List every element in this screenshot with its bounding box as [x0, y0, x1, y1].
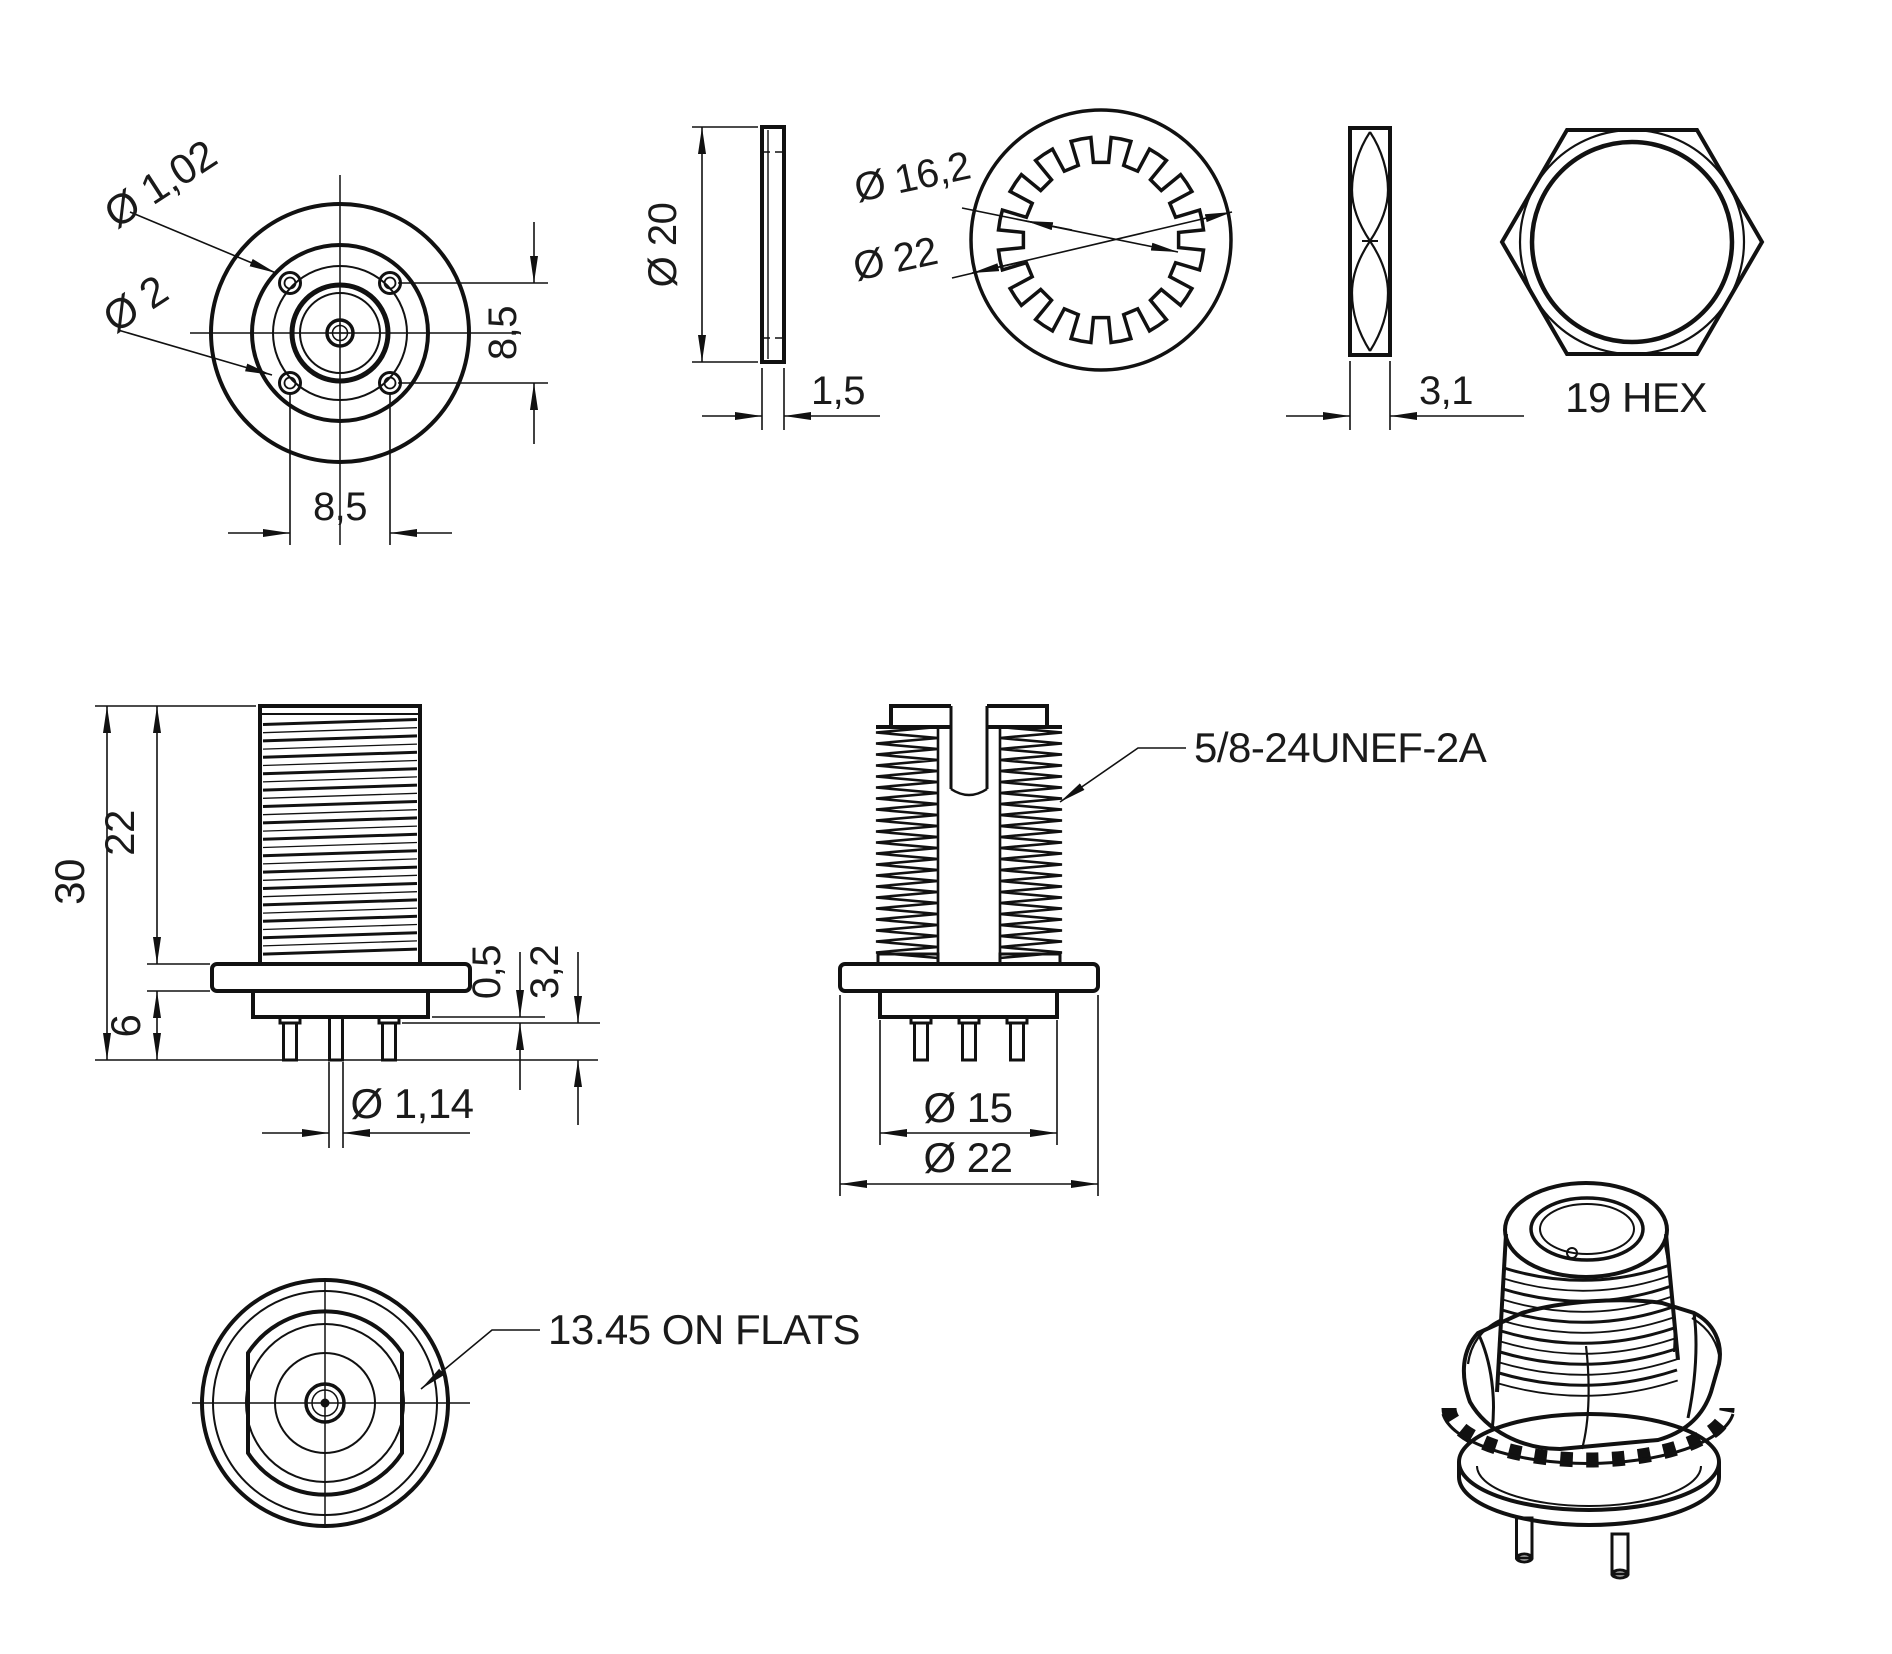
flange-outline	[200, 1278, 450, 1528]
lock-washer-teeth	[996, 135, 1206, 345]
dim-spacing-horizontal: 8,5	[228, 393, 452, 545]
lock-washer-id-label: Ø 16,2	[850, 144, 974, 211]
center-contact-outer	[325, 318, 355, 348]
flats-label: 13.45 ON FLATS	[548, 1306, 860, 1353]
iso-barrel	[1495, 1181, 1680, 1397]
thread-length-label: 22	[96, 810, 143, 856]
nut-bore-circle	[1529, 139, 1735, 345]
lower-block	[878, 989, 1059, 1019]
dim-body-diameter: Ø 15	[879, 1020, 1058, 1145]
dim-thread-length: 22	[96, 706, 210, 965]
slot-bottom	[950, 787, 988, 797]
pins	[278, 1015, 401, 1062]
side-view: 30 22 6 0,5 3,2	[46, 704, 600, 1148]
nut-facet-bl	[1350, 240, 1371, 352]
dim-overall-height: 30	[46, 705, 256, 1060]
leader-flats: 13.45 ON FLATS	[420, 1306, 861, 1390]
thread-section-left	[875, 725, 939, 960]
hex-nut-front-view: 19 HEX	[1499, 128, 1765, 421]
thread-hatching	[262, 718, 418, 956]
isometric-view	[1441, 1181, 1735, 1580]
insulator-circle	[299, 292, 381, 374]
flange-outline	[838, 962, 1100, 993]
lock-washer-outer	[969, 108, 1233, 372]
hex-flats-feature	[246, 1309, 404, 1497]
washer-thickness-label: 1,5	[811, 369, 865, 413]
iso-top-ellipse-inner	[1539, 1203, 1635, 1255]
dim-washer-thickness: 1,5	[702, 368, 880, 430]
hole-small-dim-label: Ø 1,02	[96, 131, 225, 237]
callout-thread-spec: 5/8-24UNEF-2A	[1059, 724, 1487, 803]
dim-spacing-vertical: 8,5	[398, 222, 548, 444]
spacing-horizontal-label: 8,5	[313, 485, 367, 529]
front-view: Ø 1,02 Ø 2 8,5 8,5	[95, 131, 548, 545]
leader-hole: Ø 2	[95, 266, 273, 376]
pin-length-label: 3,2	[523, 945, 567, 999]
thread-spec-label: 5/8-24UNEF-2A	[1194, 724, 1487, 771]
iso-pins	[1515, 1516, 1630, 1580]
bore-circle	[289, 282, 391, 384]
dim-washer-od: Ø 20	[641, 126, 758, 363]
nut-side-outline	[1348, 126, 1392, 357]
hex-chamfer-circle	[245, 1323, 405, 1483]
washer-outline	[760, 125, 786, 364]
dim-base-height: 6	[102, 990, 210, 1060]
pin-diameter-label: Ø 1,14	[350, 1080, 473, 1127]
iso-base-disc	[1457, 1412, 1721, 1527]
nut-facet-tl	[1350, 131, 1371, 242]
hole-dim-label: Ø 2	[95, 266, 176, 341]
inner-thin-circle	[272, 265, 408, 401]
body-diameter-label: Ø 15	[923, 1084, 1012, 1131]
lower-block	[251, 989, 430, 1019]
overall-height-label: 30	[46, 859, 93, 905]
rear-view: 13.45 ON FLATS	[192, 1278, 861, 1528]
contact-outer	[304, 1382, 346, 1424]
dim-flange-diameter: Ø 22	[839, 995, 1099, 1196]
spacing-vertical-label: 8,5	[481, 306, 525, 360]
nut-chamfer-circle	[1518, 128, 1746, 356]
thread-section-right	[999, 725, 1063, 960]
section-view: 5/8-24UNEF-2A Ø 15 Ø 22	[838, 704, 1487, 1196]
iso-top-ellipse-outer	[1503, 1181, 1669, 1279]
center-pin	[320, 1398, 330, 1408]
iso-hex-nut	[1461, 1298, 1722, 1452]
iso-top-ellipse-mid	[1529, 1196, 1645, 1262]
flat-washer-view: Ø 20 1,5	[641, 125, 880, 430]
flange-inner-edge	[212, 1290, 438, 1516]
contact-inner	[311, 1389, 339, 1417]
hex-nut-side-view: 3,1	[1286, 126, 1524, 430]
body-circle	[250, 243, 430, 423]
top-cap	[876, 704, 1062, 729]
hex-outline	[1499, 128, 1765, 356]
flange-outline	[209, 202, 471, 464]
lock-washer-view: Ø 16,2 Ø 22	[849, 108, 1233, 372]
flange-outline	[210, 962, 472, 993]
dim-step: 0,5	[402, 945, 600, 1090]
washer-od-label: Ø 20	[641, 203, 685, 288]
leader-hole-small: Ø 1,02	[96, 131, 277, 274]
nut-thickness-label: 3,1	[1419, 369, 1473, 413]
lock-washer-od-label: Ø 22	[849, 229, 941, 290]
iso-lock-washer	[1441, 1407, 1735, 1468]
dim-pin-diameter: Ø 1,14	[262, 1062, 474, 1148]
body-circle	[274, 1352, 376, 1454]
iso-contact-dimple	[1566, 1247, 1578, 1259]
dim-pin-length: 3,2	[523, 945, 582, 1125]
base-height-label: 6	[102, 1015, 149, 1038]
nut-facet-tr	[1369, 131, 1390, 242]
hex-size-label: 19 HEX	[1565, 374, 1707, 421]
nut-facet-br	[1369, 240, 1390, 352]
pins	[909, 1015, 1029, 1062]
dim-nut-thickness: 3,1	[1286, 361, 1524, 430]
step-label: 0,5	[465, 945, 509, 999]
flange-diameter-label: Ø 22	[923, 1134, 1012, 1181]
